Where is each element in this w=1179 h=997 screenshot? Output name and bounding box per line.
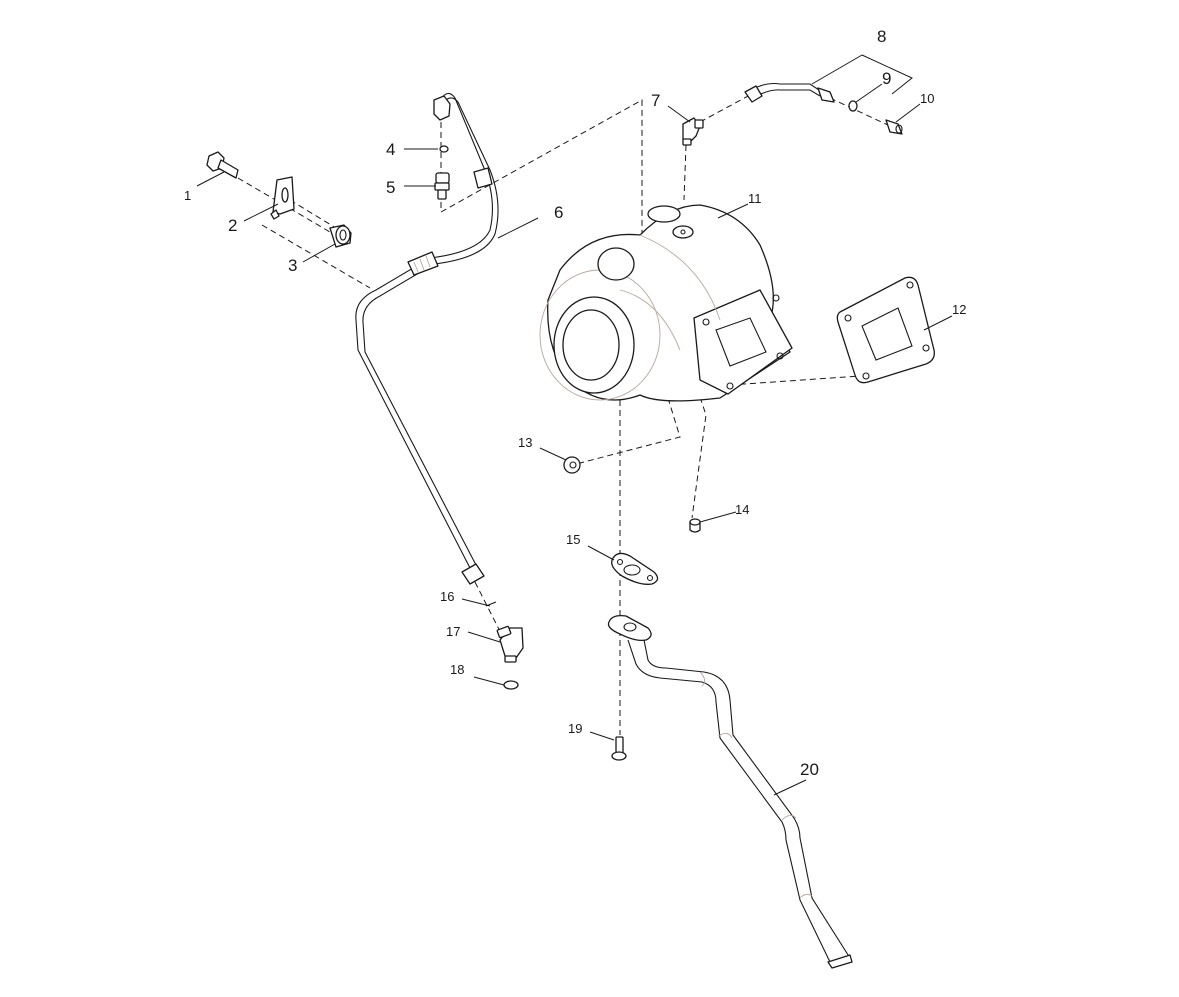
- part-2-bracket: [270, 176, 295, 220]
- callout-9: 9: [882, 69, 891, 88]
- callout-6: 6: [554, 203, 563, 222]
- part-1-bolt: [206, 151, 239, 179]
- callout-17: 17: [446, 624, 460, 639]
- part-6-oil-supply-pipe: [355, 92, 499, 585]
- callout-labels: 1 2 3 4 5 6 7 8 9 10 11 12 13 14 15 16 1…: [184, 27, 966, 779]
- part-15-drain-gasket: [611, 552, 659, 585]
- part-17-elbow-connector: [496, 625, 524, 663]
- callout-3: 3: [288, 256, 297, 275]
- part-13-nut: [563, 456, 581, 474]
- part-4-washer: [439, 145, 449, 153]
- callout-8: 8: [877, 27, 886, 46]
- callout-13: 13: [518, 435, 532, 450]
- callout-2: 2: [228, 216, 237, 235]
- callout-10: 10: [920, 91, 934, 106]
- callout-1: 1: [184, 188, 191, 203]
- part-12-exhaust-gasket: [836, 276, 935, 384]
- part-18-o-ring: [503, 680, 519, 690]
- part-19-flange-bolt: [611, 736, 627, 761]
- callout-5: 5: [386, 178, 395, 197]
- part-10-connector: [885, 119, 903, 135]
- callout-12: 12: [952, 302, 966, 317]
- callout-4: 4: [386, 140, 395, 159]
- callout-18: 18: [450, 662, 464, 677]
- callout-19: 19: [568, 721, 582, 736]
- part-14-cap: [689, 518, 701, 533]
- part-11-turbocharger: [539, 204, 793, 402]
- callout-11: 11: [748, 191, 762, 206]
- callout-14: 14: [735, 502, 749, 517]
- assembly-lines: [237, 94, 891, 735]
- callout-16: 16: [440, 589, 454, 604]
- part-20-oil-drain-pipe: [607, 614, 853, 969]
- part-7-elbow-fitting: [682, 117, 704, 146]
- part-8-pipe-assembly: [744, 82, 835, 103]
- callout-7: 7: [651, 91, 660, 110]
- callout-15: 15: [566, 532, 580, 547]
- leader-lines: [196, 54, 953, 796]
- part-9-washer: [848, 100, 858, 112]
- part-5-adapter-fitting: [434, 172, 450, 200]
- part-3-spacer: [329, 224, 352, 248]
- callout-20: 20: [800, 760, 819, 779]
